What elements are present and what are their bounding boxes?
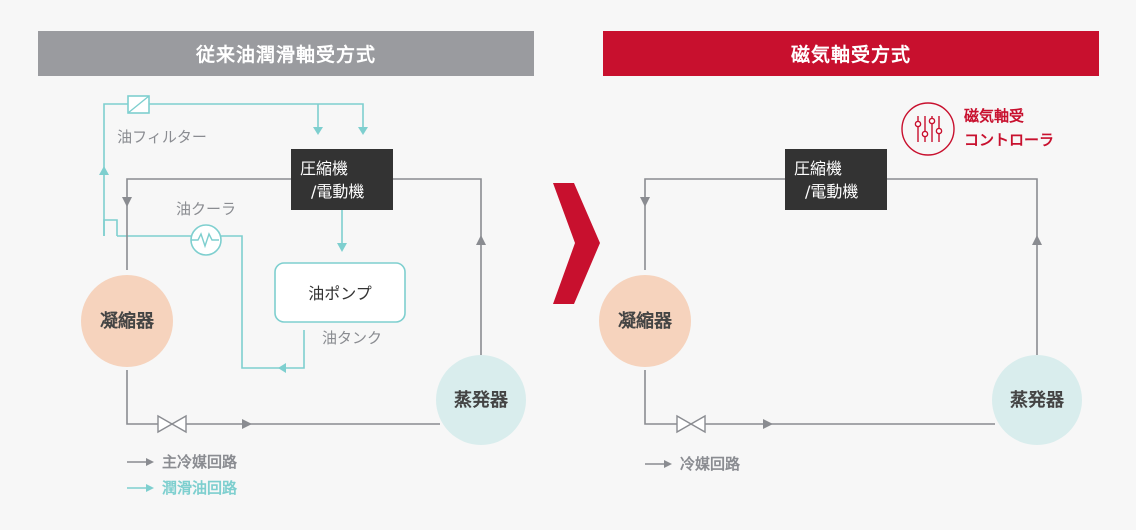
compressor-box-right: [785, 149, 887, 210]
oil-arrow-1: [313, 127, 323, 135]
oil-pump-label: 油ポンプ: [308, 284, 372, 303]
oil-filter-label: 油フィルター: [117, 128, 207, 146]
oil-line-to-tank-feed: [103, 219, 118, 236]
evaporator-circle: [436, 355, 526, 445]
right-arrow-icon: [553, 183, 600, 304]
refrigerant-circuit-right: [644, 178, 1038, 425]
oil-line-filter-to-compressor: [149, 103, 364, 133]
oil-tank-label: 油タンク: [322, 329, 382, 347]
controller-label-line1: 磁気軸受: [964, 107, 1024, 125]
oil-cooler-label: 油クーラ: [176, 200, 236, 218]
ref-arrow-right: [242, 419, 252, 429]
ref-arrow-down-right: [640, 197, 650, 207]
condenser-label: 凝縮器: [100, 310, 155, 332]
condenser-circle: [81, 275, 173, 367]
legend-main-label: 主冷媒回路: [162, 453, 238, 471]
ref-line-condenser-to-evaporator: [126, 370, 440, 425]
left-panel: 油フィルター 油クーラ: [81, 95, 526, 497]
legend-ref-label: 冷媒回路: [680, 455, 741, 473]
left-panel-title: 従来油潤滑軸受方式: [38, 31, 534, 76]
right-panel: 圧縮機 /電動機 凝縮器 蒸発器 磁気軸受 コントローラ: [599, 102, 1082, 473]
oil-line-up-to-filter: [103, 103, 128, 236]
controller-label-line2: コントローラ: [964, 131, 1054, 149]
ref-line-condenser-to-evaporator-right: [644, 370, 995, 425]
oil-arrow-4: [99, 166, 109, 175]
oil-pump-box: [274, 262, 406, 323]
legend-ref-arrow: [664, 460, 672, 468]
refrigerant-arrows-right: [640, 197, 1042, 429]
compressor-label-line1: 圧縮機: [300, 159, 348, 178]
legend-oil-arrow: [146, 484, 154, 492]
evaporator-circle-right: [992, 355, 1082, 445]
legend-right: 冷媒回路: [645, 455, 741, 473]
oil-arrows: [99, 127, 368, 373]
evaporator-label: 蒸発器: [454, 389, 509, 411]
legend-left: 主冷媒回路 潤滑油回路: [127, 453, 238, 497]
ref-arrow-right-right: [763, 419, 773, 429]
condenser-label-right: 凝縮器: [618, 310, 673, 332]
sliders-icon: [901, 102, 955, 156]
ref-line-compressor-to-condenser: [126, 178, 291, 270]
compressor-label-line2: /電動機: [311, 182, 364, 201]
compressor-label-line1-right: 圧縮機: [794, 159, 842, 178]
oil-arrow-5: [278, 363, 286, 373]
ref-line-compressor-outlet: [393, 178, 482, 355]
refrigerant-circuit-left: [126, 178, 482, 425]
condenser-circle-right: [599, 275, 691, 367]
heat-exchanger-icon: [190, 224, 222, 256]
legend-main-arrow: [146, 458, 154, 466]
ref-line-compressor-to-condenser-right: [644, 178, 785, 270]
oil-arrow-2: [358, 127, 368, 135]
ref-arrow-up-right: [1032, 235, 1042, 245]
compressor-box: [291, 149, 393, 210]
oil-filter-icon: [127, 95, 150, 114]
ref-arrow-up: [476, 235, 486, 245]
ref-arrow-down: [122, 197, 132, 207]
right-panel-title: 磁気軸受方式: [603, 31, 1099, 76]
evaporator-label-right: 蒸発器: [1010, 389, 1065, 411]
legend-oil-label: 潤滑油回路: [162, 479, 238, 497]
expansion-valve-icon-right: [676, 414, 706, 434]
ref-line-compressor-outlet-right: [887, 178, 1038, 355]
refrigerant-arrows-left: [122, 197, 486, 429]
expansion-valve-icon: [157, 414, 187, 434]
compressor-label-line2-right: /電動機: [805, 182, 858, 201]
oil-arrow-3: [337, 243, 347, 252]
